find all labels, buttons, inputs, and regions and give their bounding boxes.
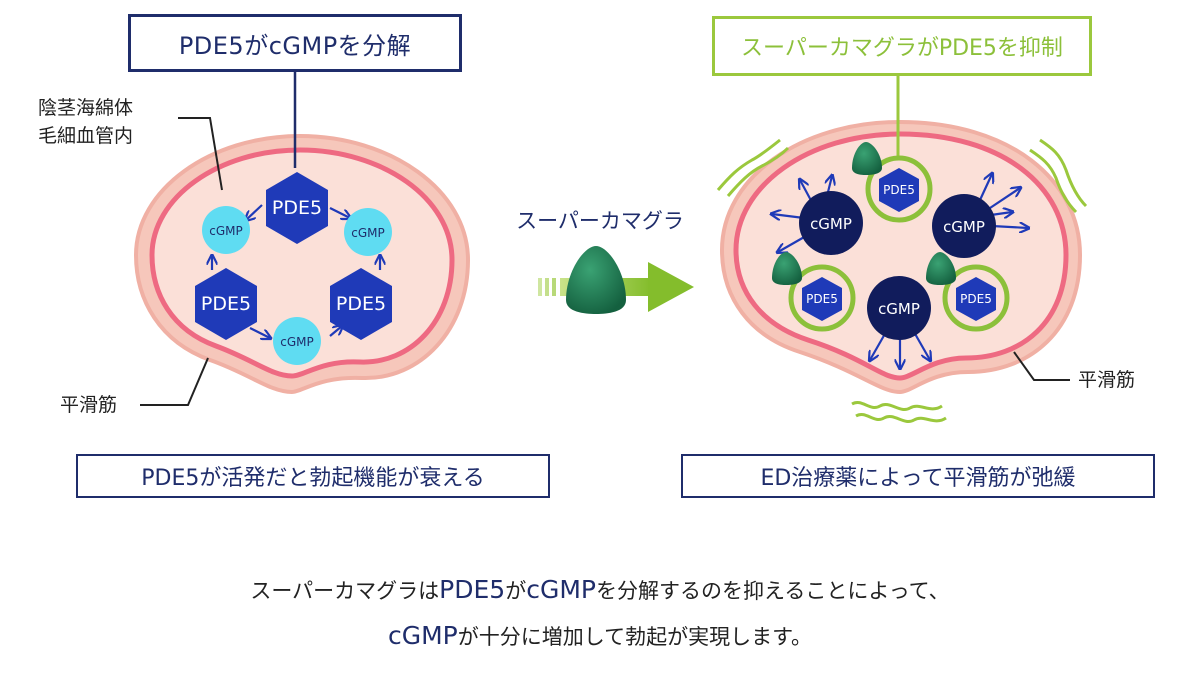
right-panel-title: スーパーカマグラがPDE5を抑制 [712,16,1092,76]
pde5-label: PDE5 [960,292,992,306]
right-muscle-label-connector [1013,351,1070,381]
capillary-label-line1: 陰茎海綿体 [38,97,134,119]
summary-text: を分解するのを抑えることによって、 [595,579,950,603]
summary-cgmp: cGMP [526,575,596,604]
summary-cgmp: cGMP [387,621,458,650]
pde5-label: PDE5 [201,293,251,315]
cgmp-label: cGMP [810,215,852,233]
summary-text: が [505,579,527,603]
right-smooth-muscle-label: 平滑筋 [1078,369,1136,391]
left-pde5-right: PDE5 [330,268,392,340]
right-panel-title-text: スーパーカマグラがPDE5を抑制 [741,36,1063,61]
drug-pill-icon [852,142,882,175]
drug-pill-icon [926,252,956,285]
cgmp-label: cGMP [280,335,314,349]
left-panel-caption-text: PDE5が活発だと勃起機能が衰える [141,466,485,491]
left-pde5-left: PDE5 [195,268,257,340]
right-cgmp-2: cGMP [932,194,996,258]
capillary-label-line2: 毛細血管内 [38,125,134,147]
right-outward-arrows [772,174,1028,368]
pde5-label: PDE5 [336,293,386,315]
left-cgmp-1: cGMP [202,206,250,254]
right-inhibited-pde5-right: PDE5 [926,252,1010,332]
pde5-label: PDE5 [272,197,322,219]
summary-pde5: PDE5 [439,575,506,604]
left-panel-title-text: PDE5がcGMPを分解 [178,31,412,60]
drug-name-label: スーパーカマグラ [516,209,684,233]
summary-text: が十分に増加して勃起が実現します。 [457,625,813,649]
summary-text: スーパーカマグラは [250,579,440,603]
left-cgmp-3: cGMP [273,317,321,365]
left-smooth-muscle-label: 平滑筋 [60,394,118,416]
summary-line-2: cGMPが十分に増加して勃起が実現します。 [0,621,1200,651]
right-panel-caption: ED治療薬によって平滑筋が弛緩 [681,454,1155,498]
left-panel-title: PDE5がcGMPを分解 [128,14,462,72]
summary-line-1: スーパーカマグラはPDE5がcGMPを分解するのを抑えることによって、 [0,575,1200,605]
pde5-label: PDE5 [806,292,838,306]
right-cgmp-1: cGMP [799,191,863,255]
left-muscle-label-connector [140,357,209,406]
left-cgmp-2: cGMP [344,208,392,256]
cgmp-label: cGMP [209,224,243,238]
capillary-label-connector [178,117,223,191]
right-inhibited-pde5-top: PDE5 [852,142,933,223]
left-pde5-top: PDE5 [266,172,328,244]
right-cgmp-3: cGMP [867,276,931,340]
right-panel-caption-text: ED治療薬によって平滑筋が弛緩 [760,466,1076,491]
relaxation-wave-lines [716,138,1088,423]
pde5-label: PDE5 [883,183,915,197]
cgmp-label: cGMP [943,218,985,236]
capillary-label: 陰茎海綿体 毛細血管内 [38,94,133,150]
left-panel-caption: PDE5が活発だと勃起機能が衰える [76,454,550,498]
right-inhibited-pde5-left: PDE5 [772,252,856,332]
drug-pill-icon [772,252,802,285]
cgmp-label: cGMP [351,226,385,240]
cgmp-label: cGMP [878,300,920,318]
drug-pill-icon [566,246,626,314]
